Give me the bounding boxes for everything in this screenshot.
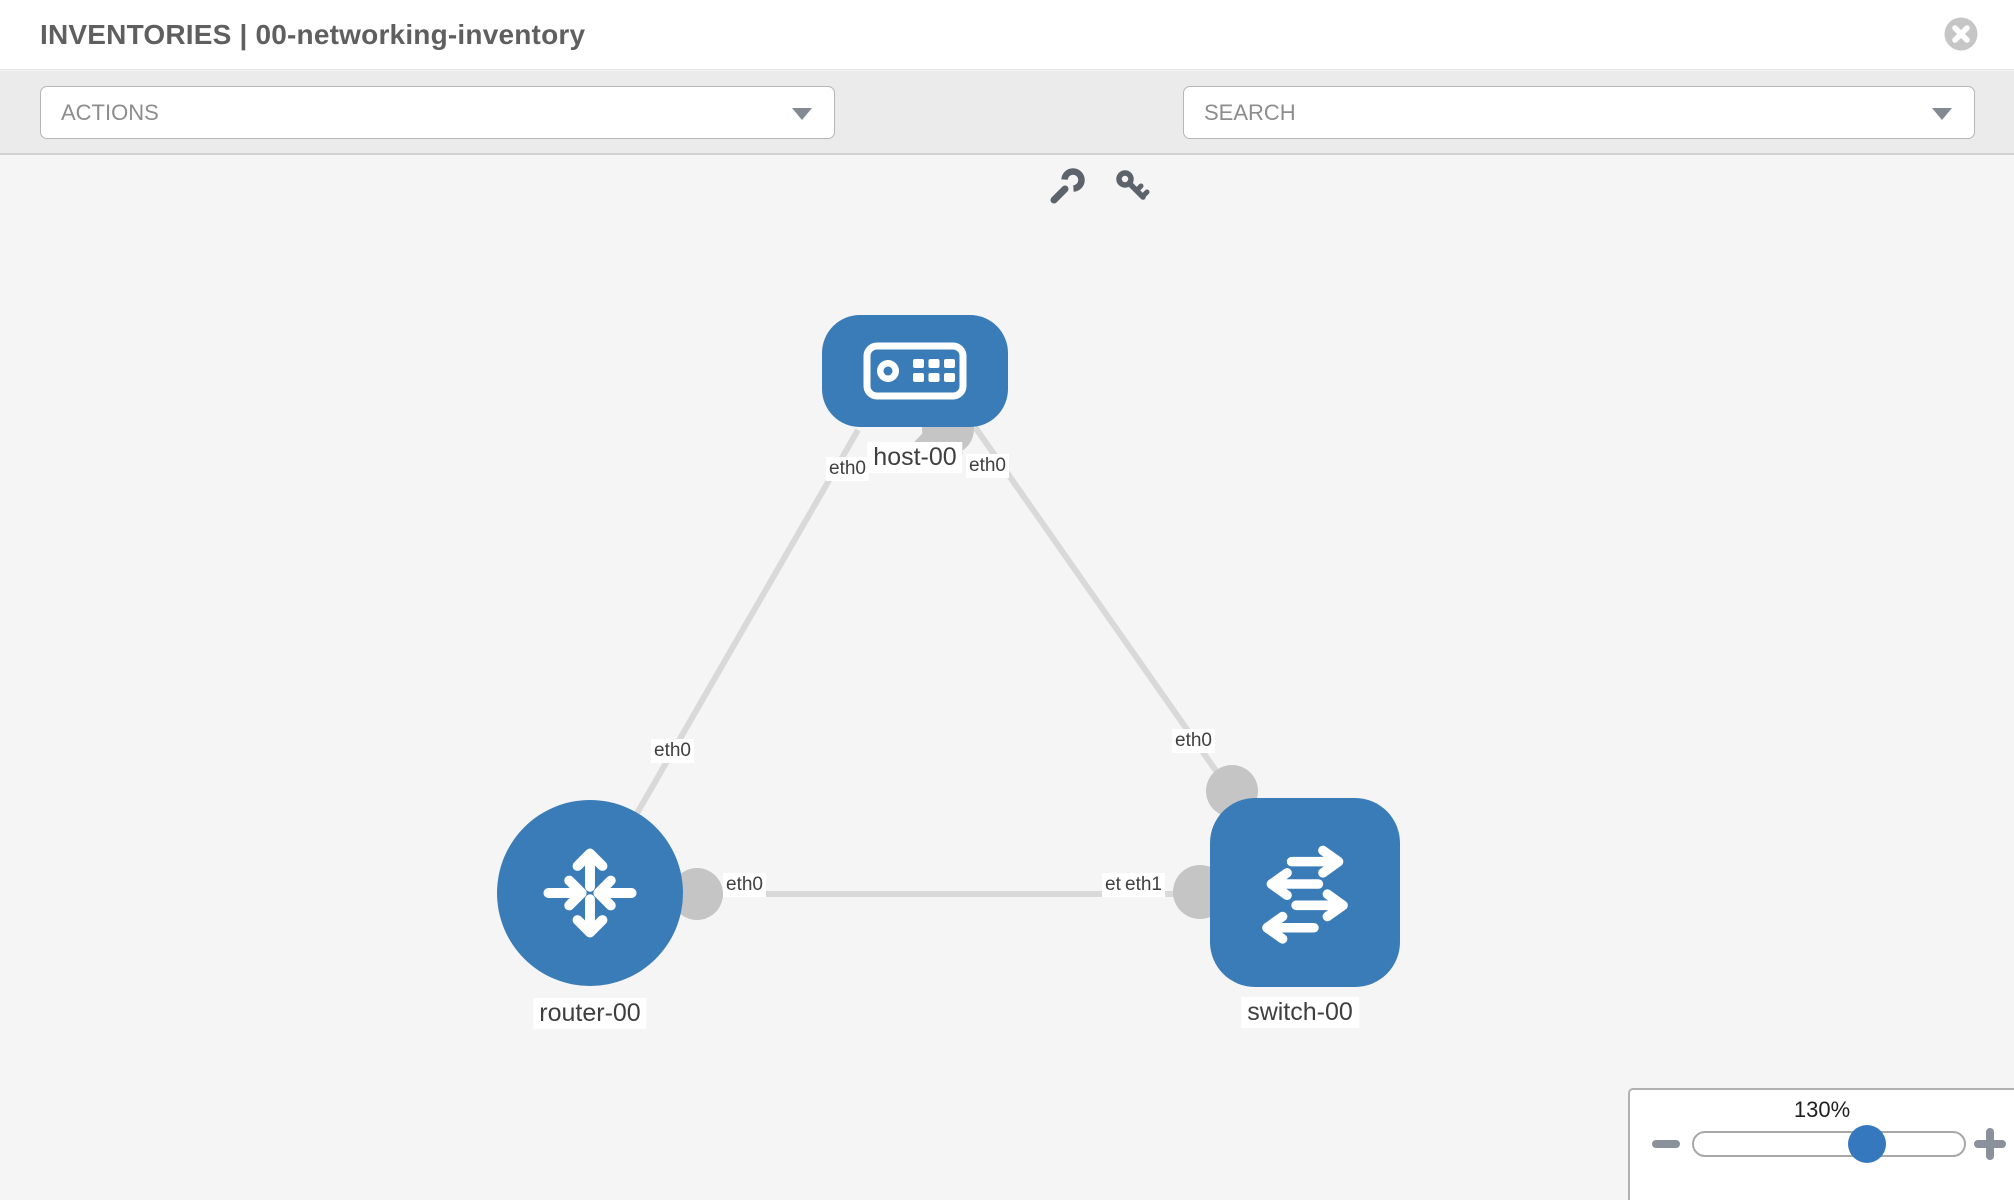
switch-icon [1262,845,1348,944]
node-label-host-00: host-00 [867,442,963,473]
interface-dot-router [671,868,723,920]
page-header: INVENTORIES | 00-networking-inventory [0,0,2014,70]
toolbar: ACTIONS SEARCH [0,71,2014,204]
node-host-00[interactable] [822,315,1008,427]
host-icon [863,342,967,400]
search-key-button[interactable] [1112,166,1152,206]
chevron-down-icon [1932,107,1952,120]
interface-label-switch-eth0-uplink: eth0 [1172,729,1215,753]
close-icon [1944,17,1978,51]
wrench-icon [1050,168,1085,204]
close-button[interactable] [1944,17,1978,51]
node-label-router-00: router-00 [533,998,647,1029]
link-host-switch[interactable] [972,425,1231,790]
interface-label-router-eth0: eth0 [723,873,766,897]
interface-label-host-eth0-left: eth0 [826,457,869,481]
node-switch-00[interactable] [1210,798,1400,987]
zoom-panel: 130% [1628,1088,2014,1200]
interface-label-host-eth0-right: eth0 [966,454,1009,478]
interface-label-router-eth0-uplink: eth0 [651,739,694,763]
topology-wires [633,402,1258,920]
actions-dropdown[interactable]: ACTIONS [40,86,835,139]
zoom-level: 130% [1793,1097,1851,1122]
actions-dropdown-label: ACTIONS [61,99,159,125]
zoom-out-icon[interactable] [1652,1140,1680,1148]
zoom-slider-track[interactable] [1692,1131,1966,1157]
zoom-slider-handle[interactable] [1848,1125,1886,1163]
node-router-00[interactable] [497,800,683,986]
configure-button[interactable] [1046,166,1086,206]
key-icon [1116,170,1150,200]
page-title: INVENTORIES | 00-networking-inventory [40,19,586,50]
chevron-down-icon [792,107,812,120]
router-icon [543,848,637,938]
node-label-switch-00: switch-00 [1241,997,1359,1028]
interface-label-switch-eth1: eth1 [1122,873,1165,897]
topology-canvas[interactable]: host-00 router-00 switch-00 eth0 eth0 et… [0,157,2014,1200]
search-dropdown-label: SEARCH [1204,99,1296,125]
zoom-in-icon[interactable] [1974,1128,2006,1160]
search-dropdown[interactable]: SEARCH [1183,86,1975,139]
